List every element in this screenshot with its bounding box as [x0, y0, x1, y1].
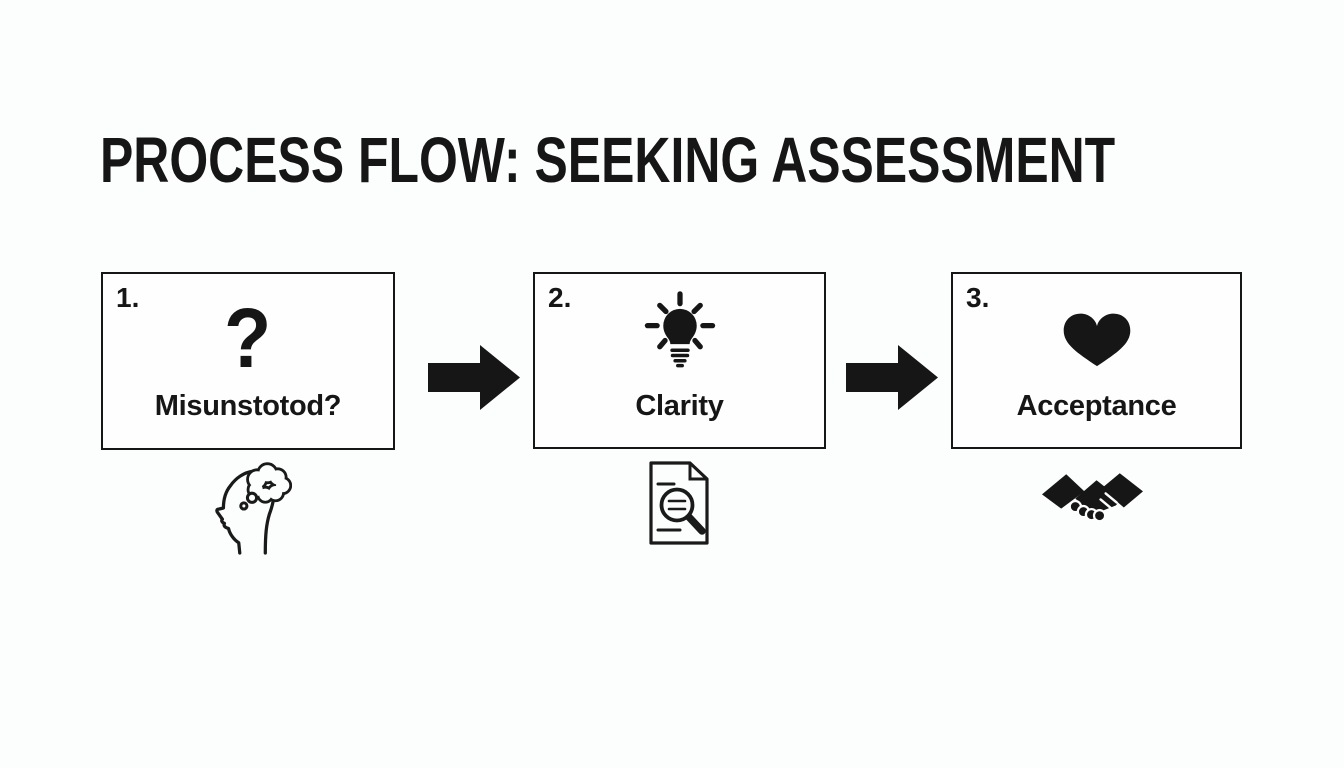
- handshake-icon: [1042, 473, 1143, 523]
- step-box-3: 3. Acceptance: [951, 272, 1242, 449]
- lightbulb-icon: [644, 291, 715, 368]
- heart-icon: [1063, 313, 1130, 367]
- page-title: PROCESS FLOW: SEEKING ASSESSMENT: [100, 124, 1116, 196]
- step-label: Clarity: [635, 390, 724, 422]
- step-number: 1.: [116, 282, 140, 313]
- step-number: 2.: [548, 282, 572, 313]
- arrow-right-icon: [846, 345, 938, 410]
- step-box-1: 1. ? Misunstotod?: [101, 272, 395, 450]
- question-mark-icon: ?: [224, 291, 272, 385]
- step-box-2: 2. Cla: [533, 272, 826, 449]
- document-search-icon: [649, 461, 709, 545]
- thinking-head-icon: [215, 462, 292, 555]
- step-number: 3.: [966, 282, 990, 313]
- arrow-right-icon: [428, 345, 520, 410]
- step-label: Acceptance: [1016, 390, 1177, 422]
- step-label: Misunstotod?: [154, 390, 342, 422]
